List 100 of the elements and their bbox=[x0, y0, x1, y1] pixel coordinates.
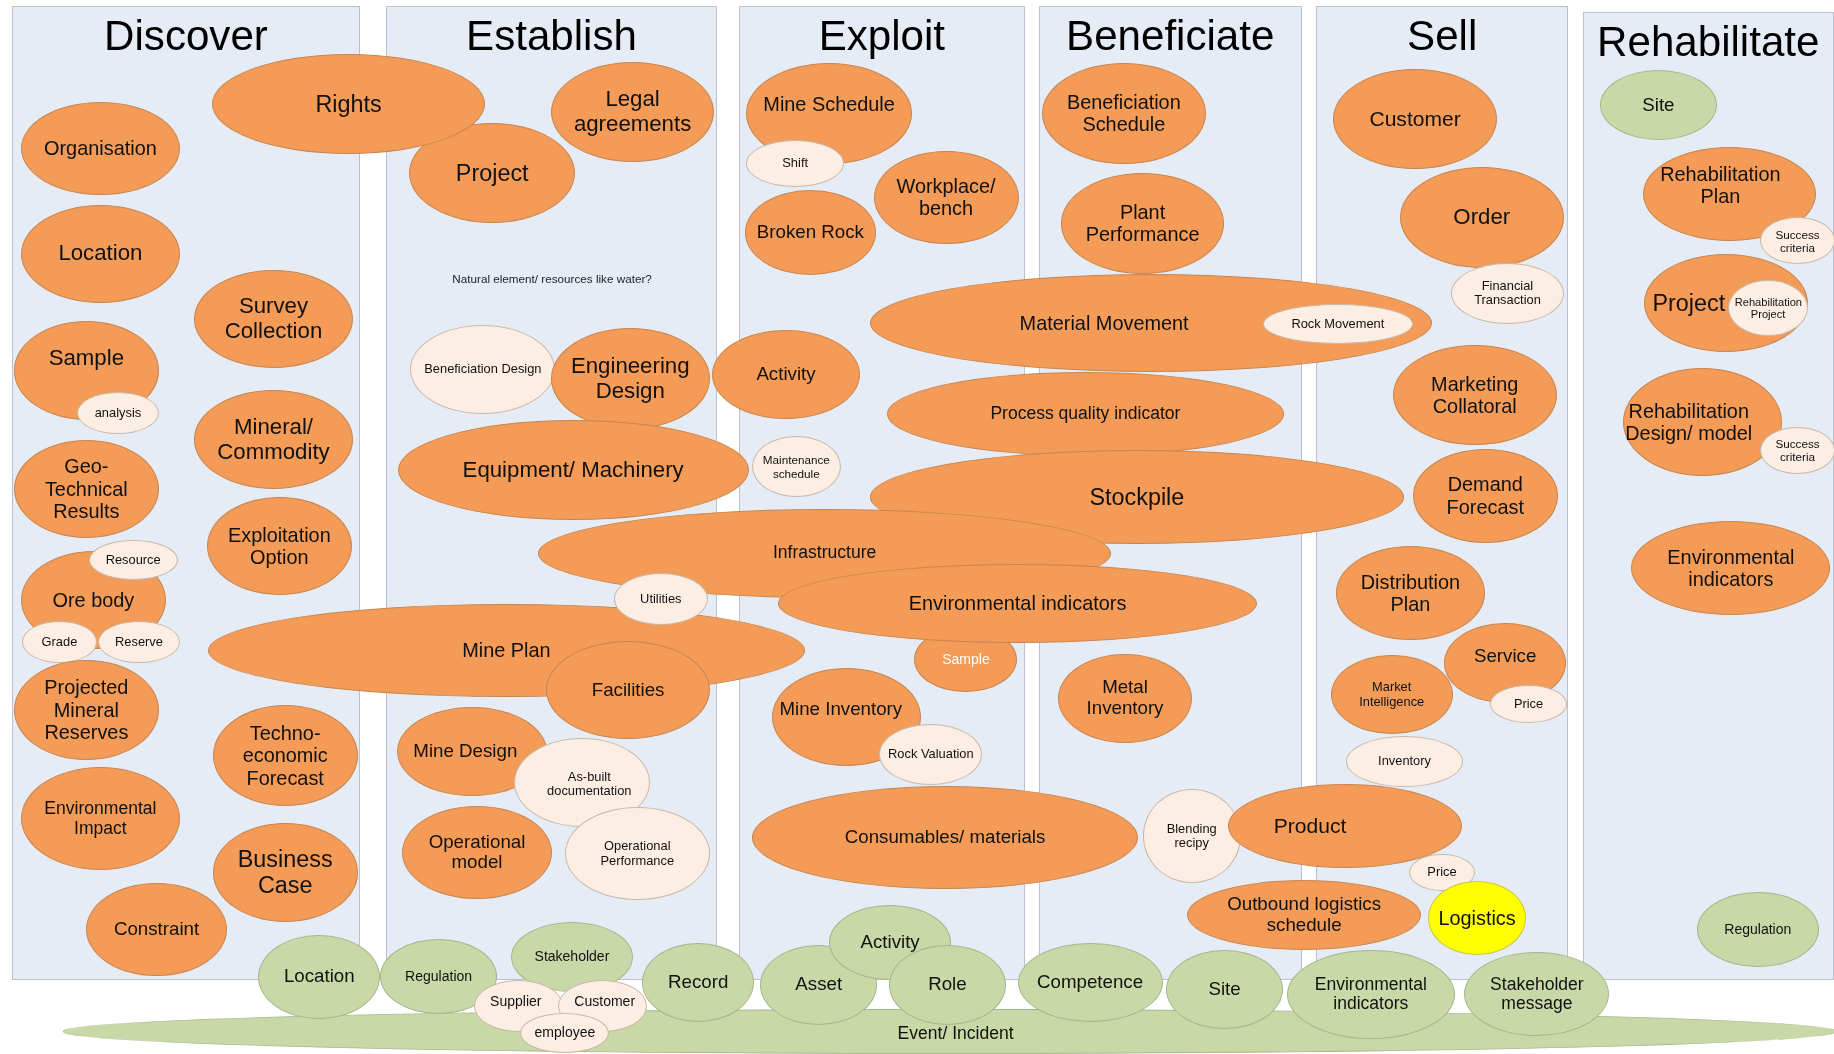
concept-label: Geo- Technical Results bbox=[43, 455, 129, 523]
attribute-label: Blending recipy bbox=[1165, 821, 1218, 851]
concept-label: Rehabilitation Design/ model bbox=[1624, 399, 1754, 445]
attribute-label: As-built documentation bbox=[546, 770, 633, 800]
attribute-label: analysis bbox=[94, 405, 142, 420]
concept-label: Activity bbox=[860, 932, 920, 954]
concept-label: Material Movement bbox=[1019, 311, 1189, 334]
attribute-label: Rock Valuation bbox=[888, 747, 974, 762]
concept-label: Activity bbox=[756, 363, 816, 385]
concept-label: Distribution Plan bbox=[1359, 570, 1462, 616]
concept-label: Workplace/ bench bbox=[895, 175, 997, 220]
concept-label: Sample bbox=[942, 651, 990, 668]
concept-label: Site bbox=[1208, 979, 1241, 1000]
attribute-label: Price bbox=[1427, 865, 1457, 880]
concept-label: Engineering Design bbox=[569, 353, 691, 404]
concept-label: Role bbox=[928, 974, 967, 996]
concept-label: Event/ Incident bbox=[897, 1024, 1014, 1044]
attribute-label: Operational Performance bbox=[599, 839, 676, 869]
concept-label: Environmental indicators bbox=[1313, 974, 1428, 1014]
attribute-label: Success criteria bbox=[1774, 437, 1821, 464]
column-heading: Exploit bbox=[817, 12, 947, 60]
concept-label: Techno- economic Forecast bbox=[241, 722, 329, 789]
concept-label: Equipment/ Machinery bbox=[462, 457, 684, 483]
concept-label: Legal agreements bbox=[572, 87, 693, 137]
concept-label: Environmental indicators bbox=[908, 592, 1127, 615]
concept-label: Ore body bbox=[52, 588, 135, 611]
concept-label: Logistics bbox=[1438, 906, 1516, 930]
concept-label: Site bbox=[1642, 94, 1675, 116]
attribute-bubble bbox=[1760, 426, 1834, 474]
concept-label: Customer bbox=[1369, 107, 1461, 131]
attribute-label: Rehabilitation Project bbox=[1734, 295, 1802, 321]
concept-label: Outbound logistics schedule bbox=[1226, 893, 1383, 936]
concept-label: Constraint bbox=[113, 919, 200, 941]
concept-label: Facilities bbox=[591, 679, 665, 701]
concept-label: Consumables/ materials bbox=[844, 827, 1046, 848]
concept-label: Beneficiation Schedule bbox=[1065, 91, 1182, 136]
attribute-label: Inventory bbox=[1378, 754, 1431, 769]
concept-label: Plant Performance bbox=[1084, 200, 1201, 246]
concept-label: Demand Forecast bbox=[1445, 473, 1525, 518]
attribute-label: Grade bbox=[41, 634, 78, 650]
attribute-label: Success criteria bbox=[1774, 227, 1821, 254]
concept-label: Competence bbox=[1037, 972, 1144, 993]
concept-label: Mine Inventory bbox=[779, 699, 903, 721]
concept-label: Record bbox=[668, 972, 729, 993]
concept-label: Asset bbox=[795, 974, 843, 996]
attribute-label: Rock Movement bbox=[1291, 316, 1385, 331]
concept-label: Infrastructure bbox=[772, 543, 877, 564]
concept-label: Stakeholder message bbox=[1489, 974, 1585, 1014]
attribute-label: Reserve bbox=[115, 634, 163, 650]
attribute-bubble bbox=[1728, 280, 1808, 337]
concept-label: Rights bbox=[315, 91, 382, 118]
attribute-bubble bbox=[1489, 685, 1568, 723]
concept-label: Organisation bbox=[44, 137, 157, 160]
concept-bubble bbox=[1399, 167, 1564, 268]
concept-label: Location bbox=[283, 966, 355, 988]
concept-label: Broken Rock bbox=[756, 222, 864, 244]
concept-label: Service bbox=[1473, 645, 1537, 667]
concept-label: Operational model bbox=[427, 831, 527, 874]
concept-label: Mine Plan bbox=[462, 639, 551, 662]
concept-label: Environmental Impact bbox=[43, 798, 158, 839]
attribute-label: Shift bbox=[782, 156, 809, 171]
attribute-label: Maintenance schedule bbox=[761, 453, 831, 480]
concept-label: Metal Inventory bbox=[1085, 677, 1165, 720]
column-heading: Beneficiate bbox=[1065, 12, 1276, 60]
concept-label: Project bbox=[1652, 289, 1726, 316]
concept-label: Rehabilitation Plan bbox=[1659, 162, 1782, 207]
concept-label: Mineral/ Commodity bbox=[216, 414, 331, 465]
attribute-label: employee bbox=[534, 1024, 596, 1041]
concept-label: Location bbox=[58, 241, 143, 267]
attribute-label: Price bbox=[1513, 696, 1544, 712]
concept-label: Business Case bbox=[236, 846, 334, 899]
concept-label: Process quality indicator bbox=[990, 404, 1181, 424]
concept-label: Marketing Collatoral bbox=[1430, 372, 1520, 418]
attribute-label: Customer bbox=[574, 994, 636, 1011]
concept-label: Projected Mineral Reserves bbox=[43, 676, 130, 744]
concept-label: Order bbox=[1453, 204, 1511, 230]
concept-label: Mine Schedule bbox=[763, 92, 895, 116]
attribute-bubble bbox=[1263, 303, 1413, 344]
column-heading: Discover bbox=[103, 12, 269, 60]
column-heading: Rehabilitate bbox=[1596, 18, 1821, 65]
attribute-label: Beneficiation Design bbox=[424, 362, 542, 377]
concept-label: Mine Design bbox=[413, 741, 518, 763]
attribute-bubble bbox=[1760, 217, 1834, 265]
concept-label: Market Intelligence bbox=[1358, 680, 1426, 709]
concept-label: Survey Collection bbox=[223, 294, 324, 344]
concept-label: Stockpile bbox=[1089, 484, 1185, 511]
concept-label: Product bbox=[1273, 813, 1347, 838]
phase-column bbox=[1582, 11, 1834, 981]
column-heading: Establish bbox=[465, 12, 638, 60]
concept-label: Project bbox=[455, 159, 529, 186]
concept-label: Exploitation Option bbox=[226, 523, 332, 569]
concept-label: Stakeholder bbox=[534, 948, 610, 965]
attribute-label: Utilities bbox=[640, 591, 682, 607]
concept-label: Sample bbox=[48, 346, 125, 372]
concept-label: Regulation bbox=[405, 968, 473, 985]
attribute-label: Financial Transaction bbox=[1473, 279, 1542, 308]
attribute-label: Supplier bbox=[490, 994, 542, 1011]
concept-label: Environmental indicators bbox=[1666, 546, 1796, 591]
concept-label: Regulation bbox=[1724, 921, 1792, 938]
column-heading: Sell bbox=[1406, 12, 1479, 60]
